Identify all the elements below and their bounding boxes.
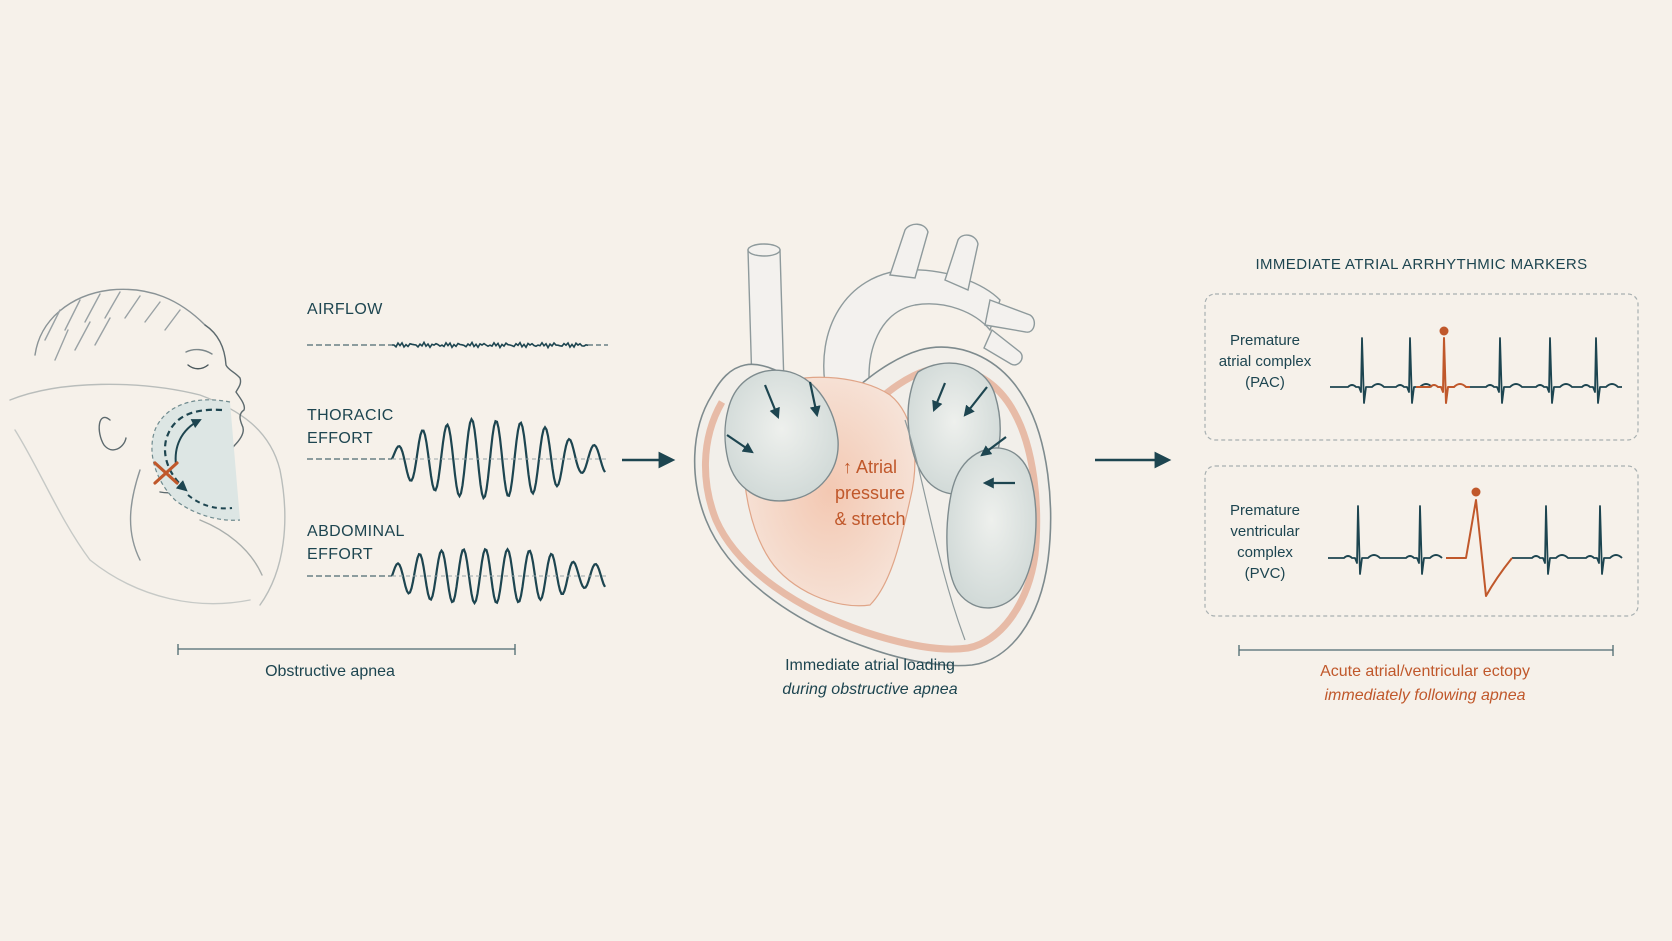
pvc-label-line4: (PVC) — [1244, 565, 1286, 582]
pac-box — [1204, 293, 1639, 441]
abdominal-label-line1: ABDOMINAL — [307, 523, 405, 540]
sleeping-head-icon — [9, 288, 286, 606]
heart-label-line2: pressure — [834, 483, 906, 503]
thoracic-label-line1: THORACIC — [307, 407, 394, 424]
markers-caption-sub: immediately following apnea — [1324, 687, 1526, 704]
pvc-label-line3: complex — [1237, 544, 1293, 561]
heart-annotation: ↑ Atrial pressure & stretch — [790, 454, 950, 532]
ecg-trace-icon — [1328, 487, 1623, 597]
pvc-box — [1204, 465, 1639, 617]
abdominal-label-line2: EFFORT — [307, 546, 374, 563]
pvc-label-line1: Premature — [1229, 502, 1301, 519]
thoracic-effort-label: THORACIC EFFORT — [307, 404, 394, 450]
thoracic-effort-trace — [307, 416, 608, 501]
pac-label-line3: (PAC) — [1245, 374, 1285, 391]
pac-label-line2: atrial complex — [1218, 353, 1312, 370]
heart-label-line1: ↑ Atrial — [842, 457, 898, 477]
heart-label-line3: & stretch — [834, 509, 906, 529]
heart-icon — [693, 223, 1052, 667]
markers-title: IMMEDIATE ATRIAL ARRHYTHMIC MARKERS — [1255, 256, 1588, 273]
airflow-label: AIRFLOW — [307, 301, 383, 318]
right-bracket — [1238, 645, 1614, 656]
heart-caption: Immediate atrial loading during obstruct… — [720, 654, 1020, 702]
airflow-trace — [307, 340, 608, 350]
ecg-trace-icon — [1330, 326, 1622, 404]
left-caption: Obstructive apnea — [265, 663, 395, 680]
abdominal-effort-label: ABDOMINAL EFFORT — [307, 520, 405, 566]
markers-caption-main: Acute atrial/ventricular ectopy — [1320, 663, 1530, 680]
pac-label-line1: Premature — [1229, 332, 1301, 349]
abdominal-effort-trace — [307, 547, 608, 606]
thoracic-label-line2: EFFORT — [307, 430, 374, 447]
left-bracket — [177, 644, 516, 655]
markers-caption: Acute atrial/ventricular ectopy immediat… — [1250, 660, 1600, 708]
heart-caption-sub: during obstructive apnea — [782, 681, 958, 698]
pac-label: Premature atrial complex (PAC) — [1205, 330, 1325, 393]
pvc-label: Premature ventricular complex (PVC) — [1205, 500, 1325, 584]
pvc-label-line2: ventricular — [1230, 523, 1300, 540]
heart-caption-main: Immediate atrial loading — [785, 657, 955, 674]
airway-obstruction-icon — [151, 399, 241, 521]
